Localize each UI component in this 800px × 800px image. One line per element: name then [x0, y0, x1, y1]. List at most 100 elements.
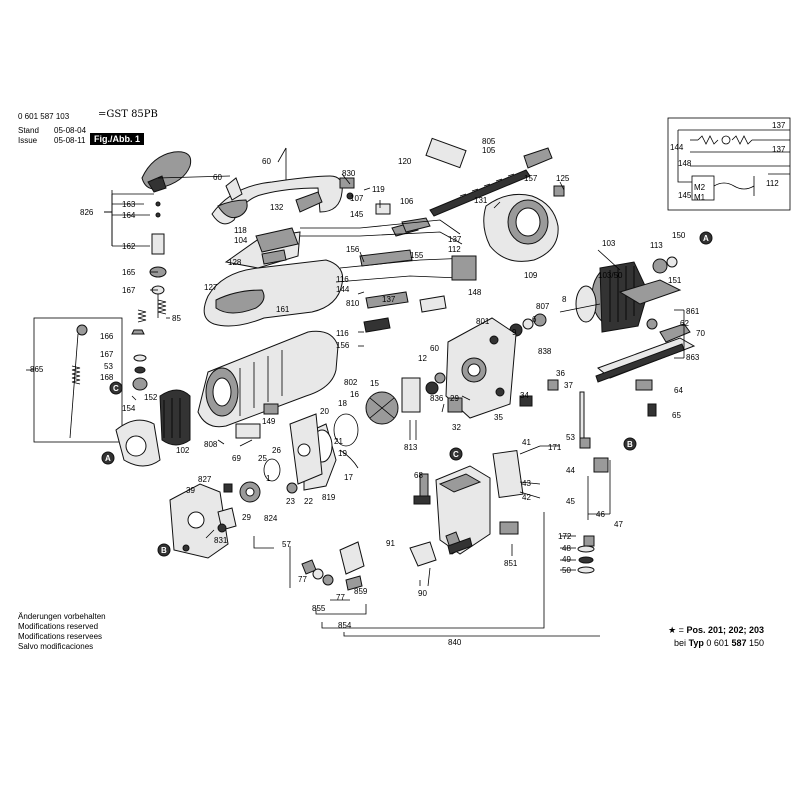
callout-851: 851 — [504, 559, 518, 568]
callout-156: 156 — [346, 245, 360, 254]
callout-103: 103 — [602, 239, 616, 248]
callout-39: 39 — [186, 486, 195, 495]
callout-22: 22 — [304, 497, 313, 506]
stand-issue-labels: Stand Issue — [18, 126, 39, 146]
callout-127: 127 — [204, 283, 218, 292]
callout-47: 47 — [614, 520, 623, 529]
figure-tag: Fig./Abb. 1 — [90, 133, 144, 145]
mB2: B — [161, 546, 167, 555]
callout-105: 105 — [482, 146, 496, 155]
callout-37: 37 — [564, 381, 573, 390]
callout-109: 109 — [524, 271, 538, 280]
wire-harness — [300, 219, 477, 333]
reference-markers: A A B B C C — [101, 231, 713, 557]
callout-23: 23 — [286, 497, 295, 506]
callout-29: 29 — [242, 513, 251, 522]
callout-137: 137 — [382, 295, 396, 304]
callout-26: 26 — [272, 446, 281, 455]
callout-168: 168 — [100, 373, 114, 382]
issue-label: Issue — [18, 136, 38, 145]
callout-48: 48 — [562, 544, 571, 553]
mC2: C — [453, 450, 459, 459]
callout-172: 172 — [558, 532, 572, 541]
w112: 112 — [766, 179, 779, 188]
callout-15: 15 — [370, 379, 379, 388]
callout-43: 43 — [522, 479, 531, 488]
callout-41: 41 — [522, 438, 531, 447]
callout-161: 161 — [276, 305, 290, 314]
callout-77: 77 — [336, 593, 345, 602]
callout-125: 125 — [556, 174, 570, 183]
callout-106: 106 — [400, 197, 414, 206]
callout-57: 57 — [282, 540, 291, 549]
note-line: Salvo modificaciones — [18, 642, 94, 651]
callout-155: 155 — [410, 251, 424, 260]
callout-863: 863 — [686, 353, 700, 362]
stand-date: 05-08-04 — [54, 126, 87, 135]
callout-17: 17 — [344, 473, 353, 482]
callout-805: 805 — [482, 137, 496, 146]
callout-9: 9 — [512, 328, 517, 337]
callout-855: 855 — [312, 604, 326, 613]
callout-819: 819 — [322, 493, 336, 502]
callout-35: 35 — [494, 413, 503, 422]
footnote-line2: bei Typ 0 601 587 150 — [674, 638, 764, 648]
callout-807: 807 — [536, 302, 550, 311]
w137a: 137 — [772, 121, 786, 130]
callout-18: 18 — [338, 399, 347, 408]
handle-housing — [211, 148, 431, 237]
callout-163: 163 — [122, 200, 136, 209]
callout-6: 6 — [532, 315, 537, 324]
callout-830: 830 — [342, 169, 356, 178]
callout-152: 152 — [144, 393, 158, 402]
callout-64: 64 — [674, 386, 683, 395]
callout-70: 70 — [696, 329, 705, 338]
lever-assembly — [289, 541, 365, 591]
callout-132: 132 — [270, 203, 284, 212]
callout-164: 164 — [122, 211, 136, 220]
motor-housing — [483, 193, 559, 262]
callout-19: 19 — [338, 449, 347, 458]
leader-lines — [104, 147, 685, 637]
callout-46: 46 — [596, 510, 605, 519]
callout-69: 69 — [232, 454, 241, 463]
callout-157: 157 — [524, 174, 538, 183]
wiring-schematic: 137 144 137 148 M2 M1 145 112 — [667, 117, 791, 211]
callout-859: 859 — [354, 587, 368, 596]
callout-144: 144 — [336, 285, 350, 294]
callout-801: 801 — [476, 317, 490, 326]
callout-103-50: 103/50 — [598, 271, 623, 280]
roller-guide — [169, 413, 323, 559]
callout-131: 131 — [474, 196, 488, 205]
callout-162: 162 — [122, 242, 136, 251]
mA2: A — [105, 454, 111, 463]
callout-91: 91 — [386, 539, 395, 548]
stand-issue-dates: 05-08-04 05-08-11 — [54, 126, 86, 146]
callout-813: 813 — [404, 443, 418, 452]
callout-116: 116 — [336, 329, 349, 338]
wm2: M2 — [694, 183, 706, 192]
callout-62: 62 — [680, 319, 689, 328]
callout-20: 20 — [320, 407, 329, 416]
callout-824: 824 — [264, 514, 278, 523]
callout-854: 854 — [338, 621, 352, 630]
callout-112: 112 — [448, 245, 461, 254]
note-line: Modifications reservees — [18, 632, 103, 641]
callout-50: 50 — [562, 566, 571, 575]
callout-120: 120 — [398, 157, 412, 166]
w137b: 137 — [772, 145, 786, 154]
callout-156: 156 — [336, 341, 350, 350]
callout-810: 810 — [346, 299, 360, 308]
callout-137: 137 — [448, 235, 462, 244]
callout-171: 171 — [548, 443, 562, 452]
callout-838: 838 — [538, 347, 552, 356]
callout-154: 154 — [122, 404, 136, 413]
w145: 145 — [678, 191, 692, 200]
w144: 144 — [670, 143, 684, 152]
modification-notes: Änderungen vorbehalten Modifications res… — [18, 612, 106, 652]
callout-60: 60 — [213, 173, 222, 182]
callout-167: 167 — [100, 350, 114, 359]
mC1: C — [113, 384, 119, 393]
callout-107: 107 — [350, 194, 364, 203]
